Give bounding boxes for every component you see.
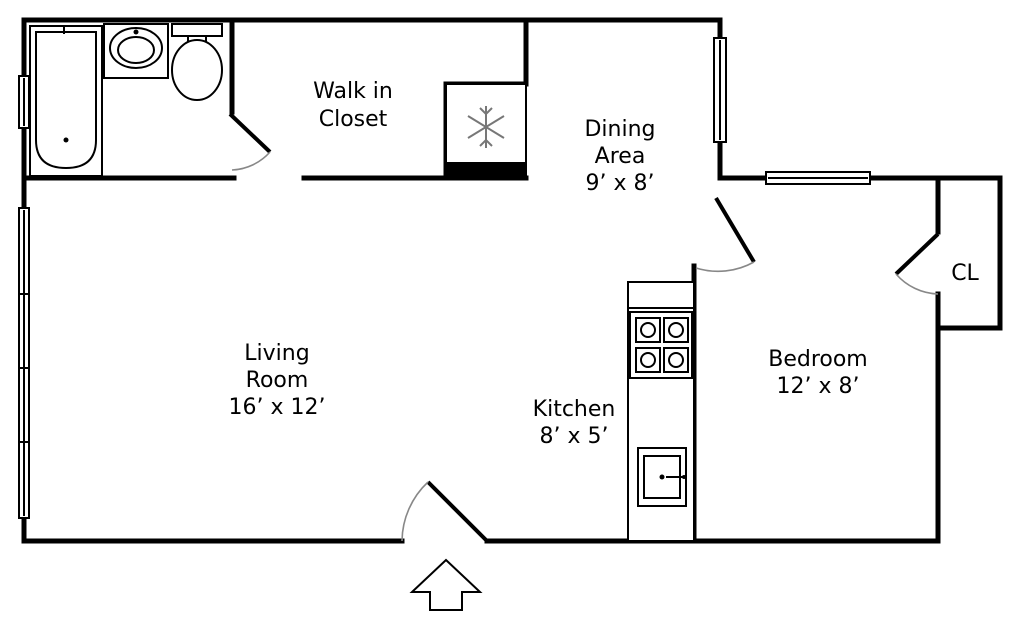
walk-in-closet-label-2: Closet xyxy=(319,107,388,132)
living-label-2: Room xyxy=(246,368,309,393)
kitchen-label: Kitchen xyxy=(533,397,616,422)
bathtub-icon xyxy=(29,25,103,177)
stove-icon xyxy=(629,311,693,379)
dining-label-2: Area xyxy=(595,144,646,169)
dining-label-1: Dining xyxy=(584,117,655,142)
dining-size: 9’ x 8’ xyxy=(586,171,655,196)
room-labels: Walk in Closet Dining Area 9’ x 8’ Livin… xyxy=(229,79,980,449)
sink-icon xyxy=(637,447,687,507)
kitchen-size: 8’ x 5’ xyxy=(540,424,609,449)
doors xyxy=(228,112,940,543)
living-label-1: Living xyxy=(244,341,309,366)
walk-in-closet-label-1: Walk in xyxy=(313,79,393,104)
entry-arrow-icon xyxy=(409,558,483,611)
closet-label: CL xyxy=(951,261,979,286)
toilet-icon xyxy=(171,23,223,101)
bathroom-sink-icon xyxy=(103,23,169,79)
living-size: 16’ x 12’ xyxy=(229,395,326,420)
windows xyxy=(18,37,871,519)
bedroom-size: 12’ x 8’ xyxy=(777,374,860,399)
snowflake-icon xyxy=(445,83,527,179)
bedroom-label: Bedroom xyxy=(768,347,868,372)
